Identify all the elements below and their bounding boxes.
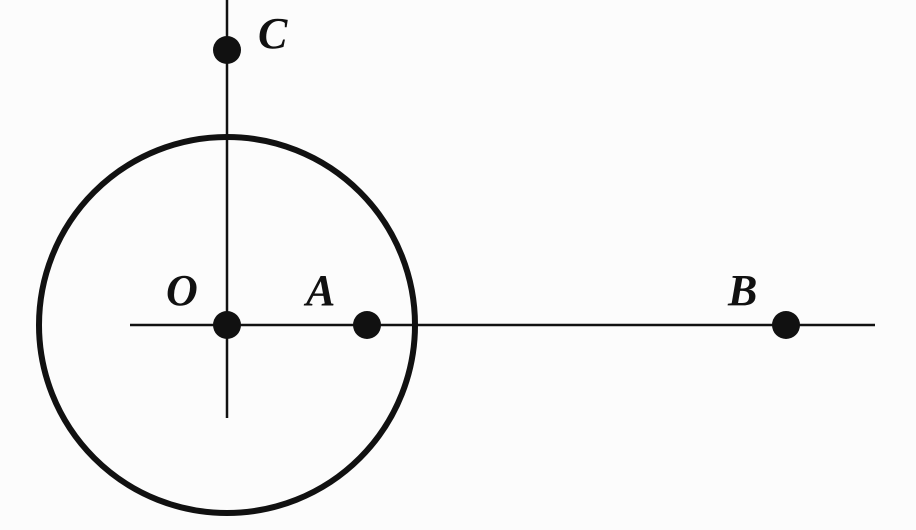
label-a: A (303, 266, 335, 315)
label-b: B (727, 266, 757, 315)
label-c: C (258, 9, 288, 58)
label-o: O (166, 266, 198, 315)
point-b (772, 311, 800, 339)
point-a (353, 311, 381, 339)
point-o (213, 311, 241, 339)
point-c (213, 36, 241, 64)
